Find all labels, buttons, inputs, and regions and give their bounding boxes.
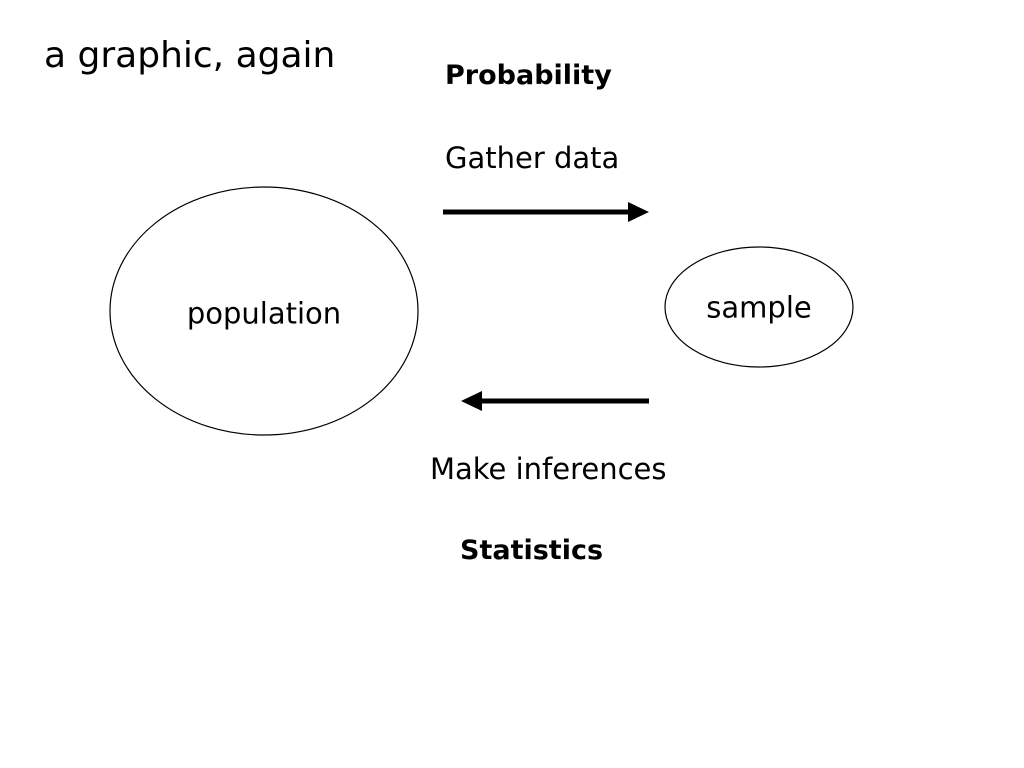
probability-heading: Probability [445,60,612,91]
inference-arrow [461,391,649,411]
population-ellipse [109,186,419,436]
gather-data-label: Gather data [445,141,620,175]
statistics-heading: Statistics [460,535,604,566]
sample-label: sample [706,290,812,325]
make-inferences-label: Make inferences [430,452,667,486]
population-label: population [186,296,342,331]
gather-arrow [443,202,649,222]
sample-ellipse [664,246,854,368]
slide-title: a graphic, again [44,35,336,76]
